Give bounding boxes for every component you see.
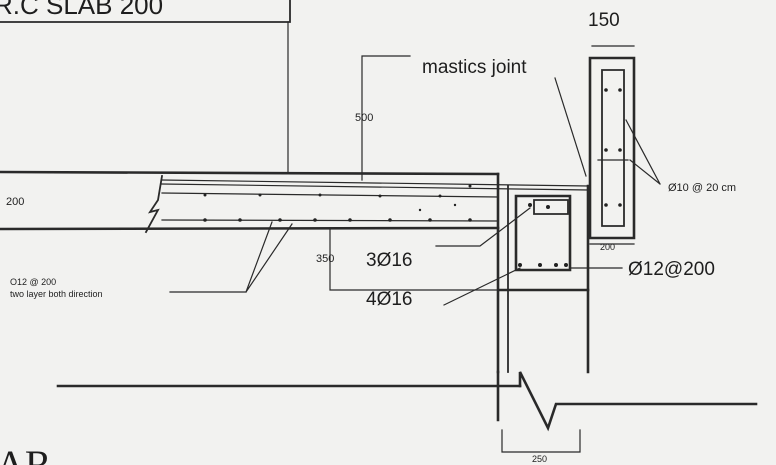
dim-200-col: 200 xyxy=(600,242,615,252)
slab-rebar-dots xyxy=(161,184,499,222)
beam-top-bars xyxy=(533,199,569,215)
beam-bar xyxy=(518,263,522,267)
upstand-bar xyxy=(604,148,608,152)
bars-4016-leader xyxy=(443,267,521,306)
rebar-012-label: Ø12@200 xyxy=(628,259,715,280)
column-outline xyxy=(496,288,590,422)
dim-250: 250 xyxy=(532,454,547,464)
beam-bar xyxy=(554,263,558,267)
beam-bar xyxy=(528,203,532,207)
mastics-joint-label: mastics joint xyxy=(422,57,527,78)
column-break-mark xyxy=(518,371,758,432)
slab-outline xyxy=(0,170,500,231)
bars-3016-leader xyxy=(435,207,531,247)
slab-note-line2: two layer both direction xyxy=(10,289,103,299)
dim-250-line xyxy=(501,429,581,453)
upstand-bar xyxy=(604,203,608,207)
title-label: R.C SLAB 200 xyxy=(0,0,163,20)
dim-200-left: 200 xyxy=(6,196,24,208)
beam-bar xyxy=(564,263,568,267)
upstand-wall-outline xyxy=(588,56,636,240)
dim-350: 350 xyxy=(316,253,334,265)
slab-top-finish-2 xyxy=(161,183,589,191)
beam-stirrup xyxy=(514,194,572,272)
mastics-leader xyxy=(554,77,587,177)
slab-top-finish xyxy=(161,179,589,187)
slab-break-mark xyxy=(144,174,164,234)
bottom-partial-text: AR xyxy=(0,442,52,465)
upstand-bar xyxy=(604,88,608,92)
beam-bar xyxy=(546,205,550,209)
dim-500: 500 xyxy=(355,112,373,124)
slab-note-leader xyxy=(169,221,293,293)
upstand-bar xyxy=(618,88,622,92)
slab-note-line1: O12 @ 200 xyxy=(10,277,56,287)
bars-3016-label: 3Ø16 xyxy=(366,250,412,271)
dim-150: 150 xyxy=(588,10,620,31)
beam-bar xyxy=(538,263,542,267)
title-underline xyxy=(0,0,291,23)
rebar-010-leader xyxy=(625,119,661,185)
upstand-bar xyxy=(618,203,622,207)
upstand-wall-rebar xyxy=(601,69,625,227)
upstand-bar xyxy=(618,148,622,152)
rebar-010-label: Ø10 @ 20 cm xyxy=(668,182,736,194)
dim-500-leader xyxy=(361,55,411,181)
dim-350-line xyxy=(329,227,499,291)
bars-4016-label: 4Ø16 xyxy=(366,289,412,310)
beam-outline xyxy=(496,172,590,374)
